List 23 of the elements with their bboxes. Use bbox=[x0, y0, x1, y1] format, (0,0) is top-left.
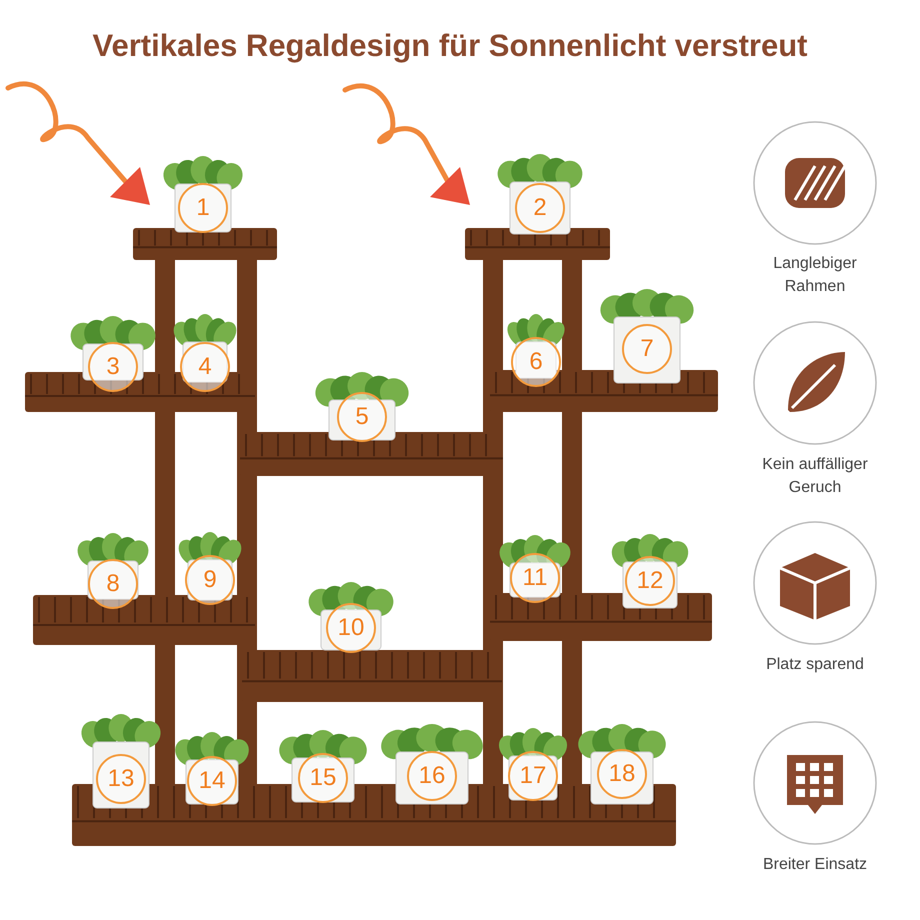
feature-label: Breiter Einsatz bbox=[762, 855, 868, 875]
callout-number: 6 bbox=[511, 337, 561, 387]
feature-label: Kein auffälliger Geruch bbox=[761, 455, 869, 498]
callout-number: 10 bbox=[326, 603, 376, 653]
title: Vertikales Regaldesign für Sonnenlicht verstreut bbox=[92, 28, 808, 64]
callout-number: 13 bbox=[96, 754, 146, 804]
feature-label: Langlebiger Rahmen bbox=[772, 254, 858, 298]
callout-number: 9 bbox=[185, 555, 235, 605]
callout-number: 7 bbox=[622, 324, 672, 374]
callout-number: 15 bbox=[298, 753, 348, 803]
callout-number: 8 bbox=[88, 559, 138, 609]
callout-number: 2 bbox=[515, 183, 565, 233]
callout-number: 18 bbox=[597, 749, 647, 799]
callout-number: 4 bbox=[180, 342, 230, 392]
callout-number: 16 bbox=[407, 751, 457, 801]
callout-number: 11 bbox=[510, 553, 560, 603]
callout-number: 14 bbox=[187, 756, 237, 806]
feature-label: Platz sparend bbox=[765, 655, 865, 675]
callout-number: 17 bbox=[508, 751, 558, 801]
callout-number: 12 bbox=[625, 556, 675, 606]
callout-number: 1 bbox=[178, 183, 228, 233]
callout-number: 3 bbox=[88, 342, 138, 392]
callout-number: 5 bbox=[337, 392, 387, 442]
